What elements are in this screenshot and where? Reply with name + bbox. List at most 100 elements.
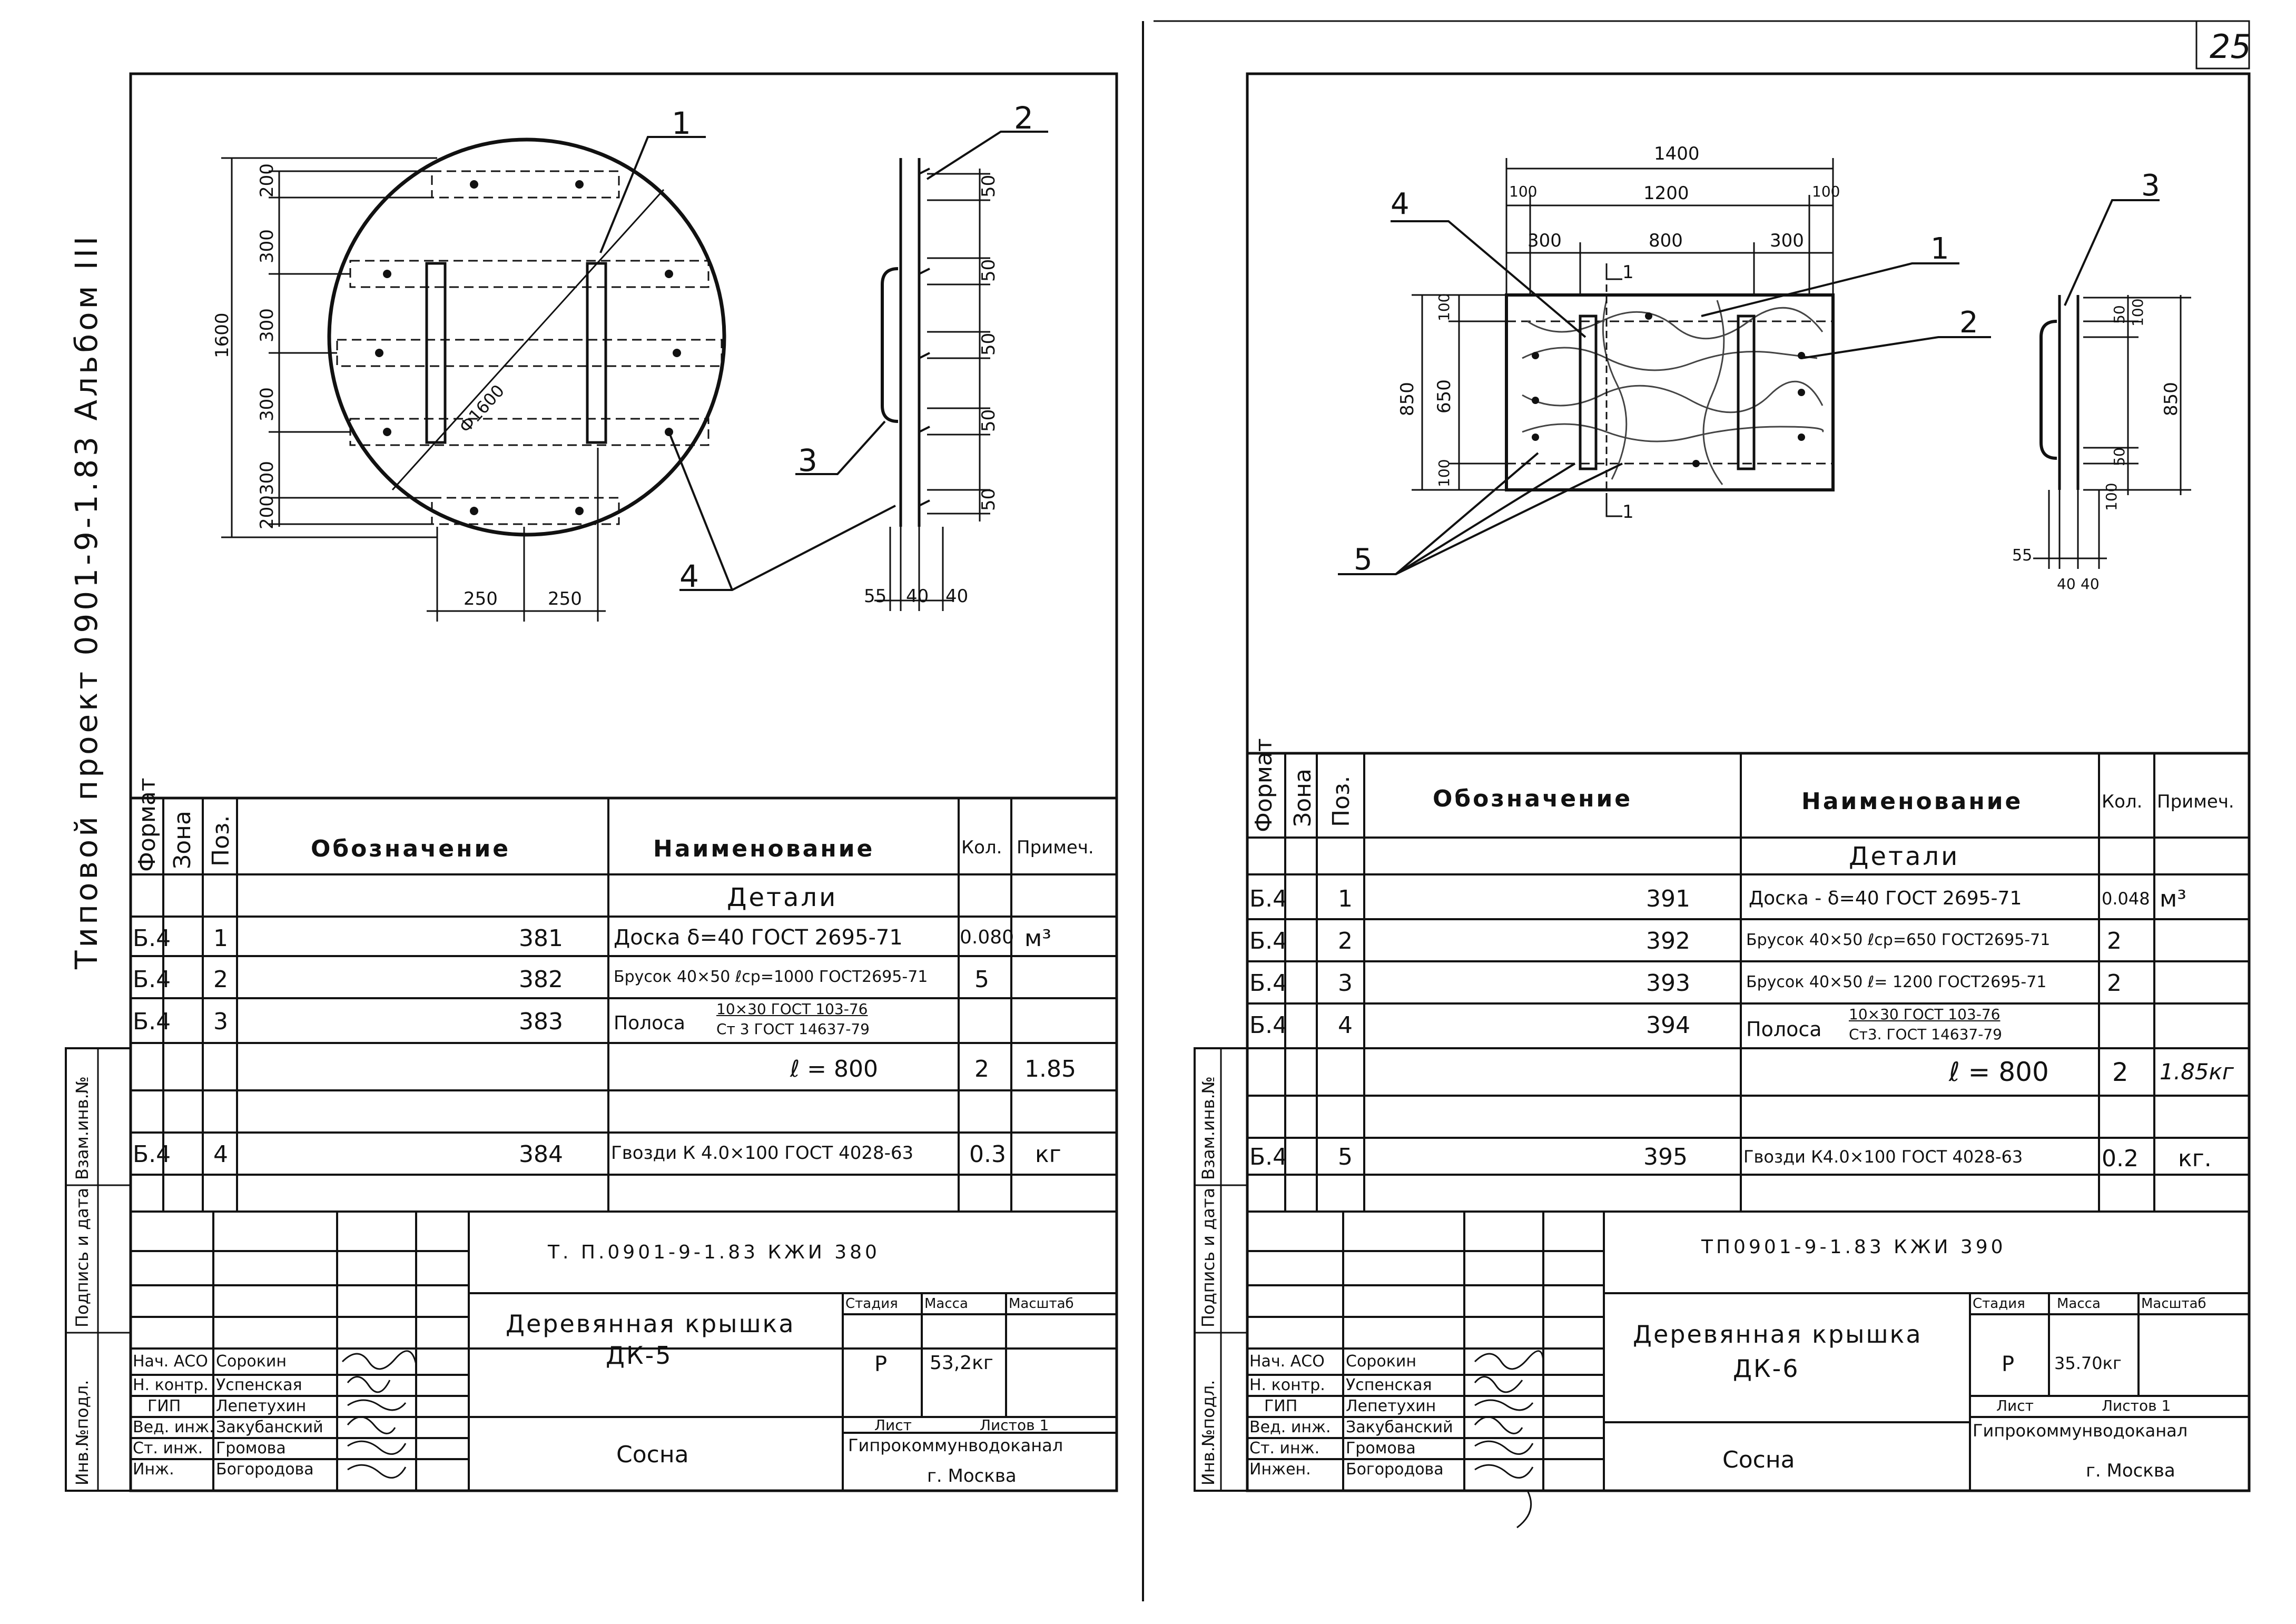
row1-name: Доска δ=40 ГОСТ 2695-71 <box>614 926 903 950</box>
row5-qty: 2 <box>2112 1058 2129 1087</box>
mass-value: 53,2кг <box>930 1352 993 1374</box>
role-5: Ст. инж. <box>133 1439 203 1458</box>
callout-4: 4 <box>1391 187 1410 221</box>
role-6: Инж. <box>133 1460 174 1479</box>
stage-value: Р <box>2002 1352 2015 1376</box>
side-label-inv: Инв.№подл. <box>72 1380 92 1485</box>
section-details: Детали <box>727 883 838 912</box>
row1-qty: 0.048 <box>2102 889 2150 909</box>
col-designation: Обозначение <box>311 835 511 862</box>
row2-format: Б.4 <box>1249 928 1288 954</box>
name-5: Громова <box>1346 1439 1416 1458</box>
callout-1: 1 <box>672 105 691 141</box>
left-title-2: ДК-5 <box>606 1341 673 1370</box>
row5-note: 1.85кг <box>2160 1059 2234 1085</box>
row5-name: Гвозди К 4.0×100 ГОСТ 4028-63 <box>611 1143 914 1164</box>
callout-4: 4 <box>679 558 699 594</box>
row5-name: ℓ = 800 <box>1949 1057 2049 1087</box>
role-4: Вед. инж. <box>1249 1418 1331 1436</box>
mass-label: Масса <box>924 1296 968 1312</box>
row5-qty: 0.3 <box>969 1141 1006 1168</box>
dim-250: 250 <box>548 588 582 609</box>
row6-name: Гвозди К4.0×100 ГОСТ 4028-63 <box>1743 1147 2023 1167</box>
row1-name: Доска - δ=40 ГОСТ 2695-71 <box>1749 888 2022 909</box>
sheet-label: Лист <box>1996 1397 2034 1414</box>
callout-3: 3 <box>2141 169 2160 203</box>
role-1: Нач. АСО <box>133 1352 208 1371</box>
dim-850: 850 <box>2161 382 2182 416</box>
dim-40: 40 <box>945 586 969 607</box>
name-4: Закубанский <box>1346 1418 1453 1436</box>
material: Сосна <box>616 1441 689 1468</box>
side-title: Типовой проект 0901-9-1.83 Альбом III <box>68 233 104 969</box>
side-label-vzam: Взам.инв.№ <box>72 1076 92 1180</box>
callout-2: 2 <box>1014 100 1033 136</box>
col-qty: Кол. <box>2102 791 2143 812</box>
name-3: Лепетухин <box>216 1397 307 1415</box>
row3-name: Брусок 40×50 ℓ= 1200 ГОСТ2695-71 <box>1746 973 2047 991</box>
stage-label: Стадия <box>1973 1296 2025 1312</box>
row1-format: Б.4 <box>133 925 171 952</box>
row1-qty: 0.080 <box>960 927 1014 948</box>
dim-800: 800 <box>1649 230 1683 251</box>
name-1: Сорокин <box>1346 1352 1416 1371</box>
callout-3: 3 <box>798 442 817 478</box>
dim-50: 50 <box>2111 447 2128 466</box>
row1-designation: 391 <box>1646 885 1690 912</box>
sheets-label: Листов 1 <box>2102 1397 2171 1414</box>
col-format: Формат <box>134 777 161 872</box>
name-6: Богородова <box>216 1460 314 1479</box>
row1-note: м³ <box>1024 925 1051 952</box>
dim-55: 55 <box>864 586 887 607</box>
col-name: Наименование <box>1801 788 2023 815</box>
row5-note: кг <box>1035 1141 1061 1168</box>
row3-qty: 2 <box>2107 970 2122 997</box>
row4-name: ℓ = 800 <box>790 1056 878 1082</box>
dim-40: 40 <box>906 586 929 607</box>
name-2: Успенская <box>216 1376 302 1394</box>
row4-pos: 4 <box>1338 1012 1353 1039</box>
left-doc-code: Т. П.0901-9-1.83 КЖИ 380 <box>548 1242 880 1263</box>
dim-1600: 1600 <box>212 312 233 358</box>
callout-5: 5 <box>1354 543 1373 577</box>
scale-label: Масштаб <box>1009 1296 1074 1312</box>
row4-qty: 2 <box>974 1056 989 1082</box>
stage-value: Р <box>874 1352 888 1376</box>
side-label-sign-r: Подпись и дата <box>1198 1187 1218 1327</box>
dim-1400: 1400 <box>1654 143 1700 164</box>
right-title-2: ДК-6 <box>1733 1354 1800 1383</box>
row1-pos: 1 <box>213 925 228 952</box>
page-number: 25 <box>2210 27 2251 66</box>
row2-pos: 2 <box>213 966 228 993</box>
dim-300: 300 <box>257 387 278 421</box>
dim-50: 50 <box>978 332 999 356</box>
dim-200: 200 <box>257 163 278 198</box>
role-5: Ст. инж. <box>1249 1439 1320 1458</box>
role-1: Нач. АСО <box>1249 1352 1325 1371</box>
section-mark: 1 <box>1622 262 1634 283</box>
role-6: Инжен. <box>1249 1460 1311 1479</box>
col-pos: Поз. <box>1328 775 1355 827</box>
mass-value: 35.70кг <box>2054 1353 2122 1373</box>
row5-pos: 4 <box>213 1141 228 1168</box>
col-note: Примеч. <box>1017 837 1094 858</box>
name-4: Закубанский <box>216 1418 323 1436</box>
row3-format: Б.4 <box>133 1008 171 1035</box>
dim-55: 55 <box>2012 546 2033 565</box>
city: г. Москва <box>2086 1460 2175 1481</box>
right-title-1: Деревянная крышка <box>1633 1320 1923 1349</box>
name-6: Богородова <box>1346 1460 1444 1479</box>
row4-note: 1.85 <box>1024 1056 1076 1082</box>
role-3: ГИП <box>147 1397 181 1415</box>
row5-format: Б.4 <box>133 1141 171 1168</box>
callout-2: 2 <box>1959 306 1978 340</box>
row3-pos: 3 <box>213 1008 228 1035</box>
dim-250: 250 <box>464 588 498 609</box>
row6-note: кг. <box>2178 1145 2212 1172</box>
col-designation: Обозначение <box>1433 785 1633 812</box>
row6-designation: 395 <box>1643 1144 1688 1170</box>
name-3: Лепетухин <box>1346 1397 1436 1415</box>
dim-100: 100 <box>1435 293 1453 321</box>
row3-designation: 393 <box>1646 970 1690 997</box>
